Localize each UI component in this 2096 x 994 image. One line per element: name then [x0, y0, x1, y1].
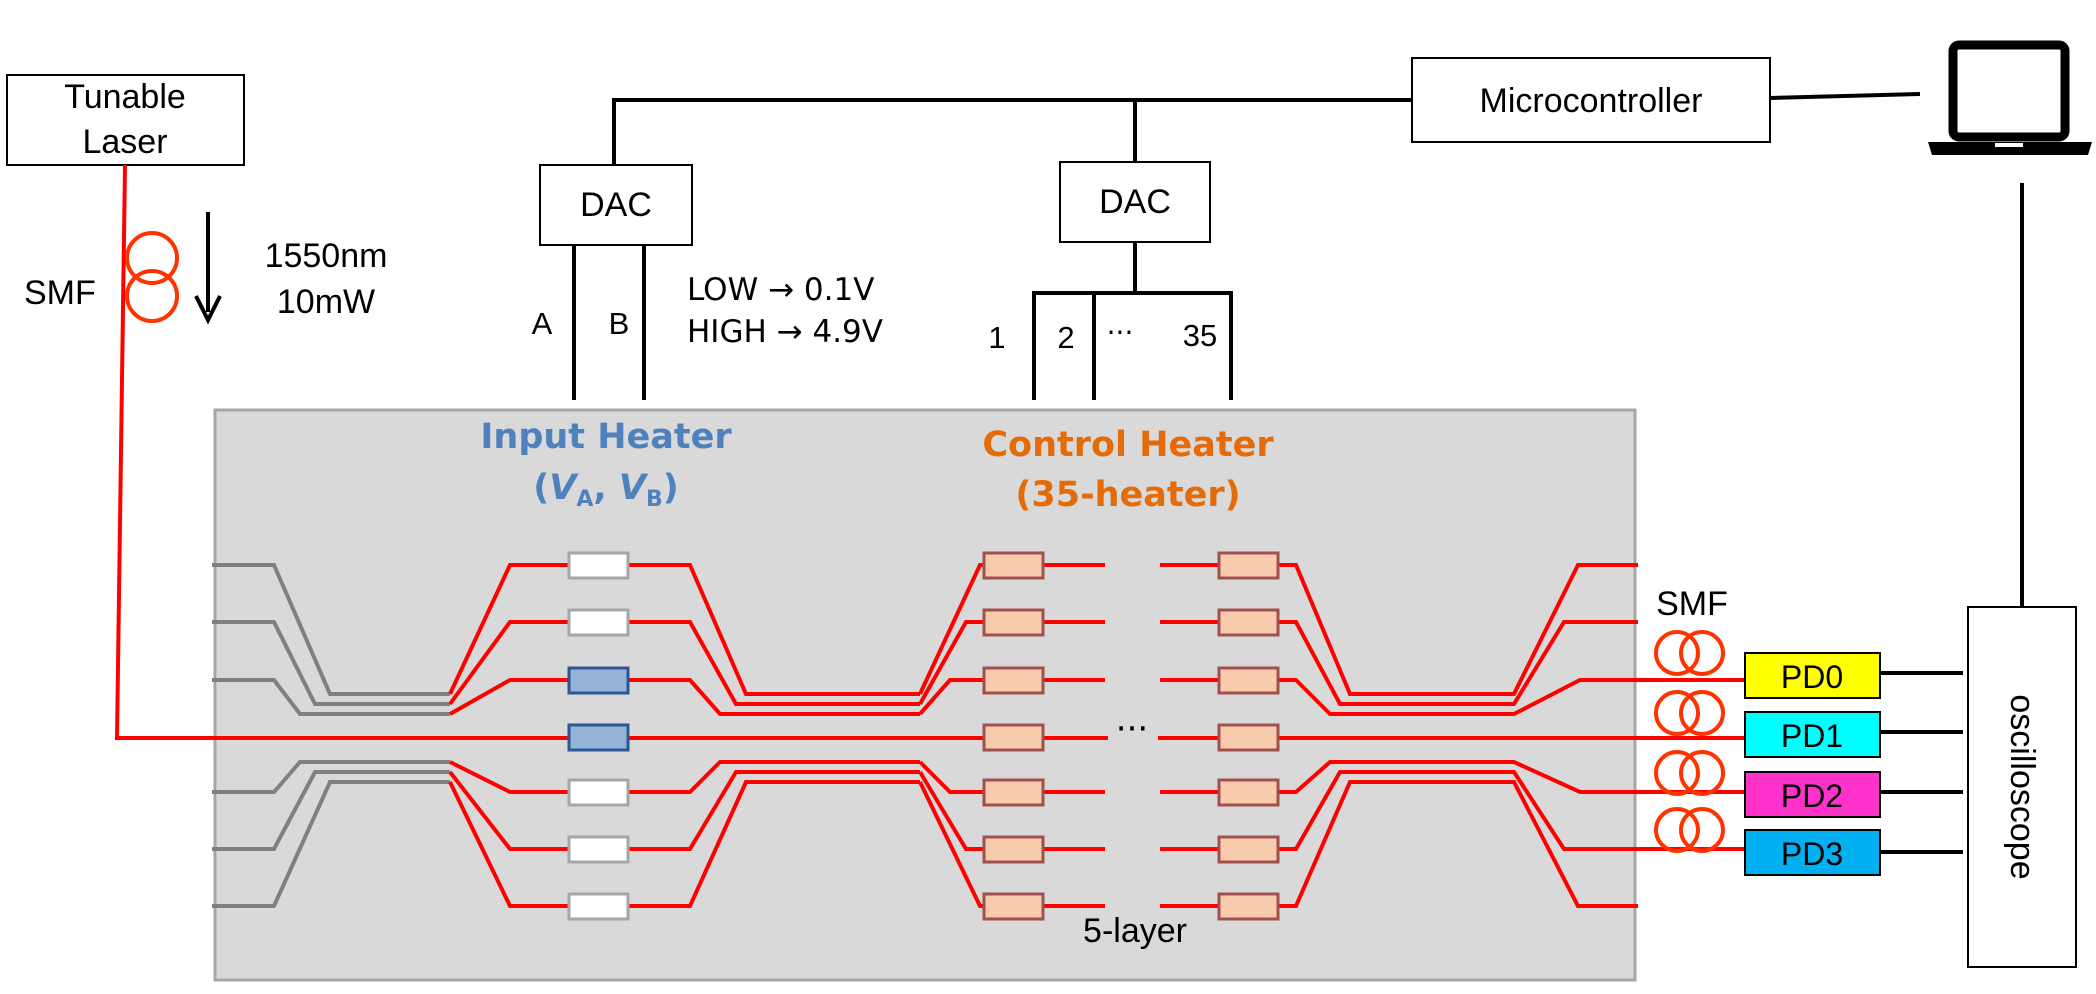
- control-heater: [1217, 778, 1280, 807]
- input-heater-title: Input Heater: [480, 417, 732, 457]
- pd1-label: PD1: [1781, 718, 1843, 754]
- power-label: 10mW: [277, 283, 375, 321]
- input-heater-active: [567, 666, 630, 695]
- input-heater: [567, 892, 630, 921]
- control-heaters-column-1: [982, 551, 1045, 921]
- output-fibers: [1638, 678, 1745, 851]
- smf-right-label: SMF: [1656, 585, 1728, 623]
- down-arrow-icon: [194, 212, 222, 325]
- control-heater-subtitle: (35-heater): [1015, 475, 1240, 515]
- dac-channel-a-label: A: [532, 306, 553, 341]
- smf-coil-left-icon: [125, 231, 179, 323]
- control-wiring: [572, 92, 2024, 854]
- input-heater: [567, 835, 630, 864]
- control-heater: [982, 892, 1045, 921]
- oscilloscope: oscilloscope: [1967, 606, 2077, 968]
- passive-input-waveguides: [212, 563, 450, 908]
- smf-coil-right-icon: [1654, 630, 1725, 853]
- laser-label-line2: Laser: [82, 123, 167, 161]
- input-heater: [567, 778, 630, 807]
- input-heater: [567, 608, 630, 637]
- photodetector-pd1: PD1: [1744, 711, 1881, 758]
- photodetector-pd3: PD3: [1744, 829, 1881, 876]
- oscilloscope-label: oscilloscope: [2003, 694, 2041, 879]
- microcontroller: Microcontroller: [1411, 57, 1771, 143]
- control-heater: [982, 608, 1045, 637]
- low-level-label: LOW → 0.1V: [687, 272, 874, 308]
- wavelength-label: 1550nm: [265, 237, 388, 275]
- photodetector-pd2: PD2: [1744, 771, 1881, 818]
- input-heater-voltages: (VA, VB): [533, 468, 678, 512]
- control-heater: [1217, 666, 1280, 695]
- pd0-label: PD0: [1781, 659, 1843, 695]
- control-heater: [982, 778, 1045, 807]
- control-heater: [982, 835, 1045, 864]
- control-channel-2-label: 2: [1057, 320, 1074, 355]
- pd3-label: PD3: [1781, 836, 1843, 872]
- microcontroller-label: Microcontroller: [1480, 82, 1703, 120]
- layer-ellipsis: ···: [1116, 709, 1148, 749]
- control-heater: [1217, 551, 1280, 580]
- laser-input-fiber: [114, 164, 215, 740]
- control-heaters-column-2: [1217, 551, 1280, 921]
- smf-left-label: SMF: [24, 274, 96, 312]
- control-heater: [982, 551, 1045, 580]
- pd3-box: [1744, 829, 1881, 876]
- dac-control: DAC: [1059, 161, 1211, 243]
- control-heater: [1217, 608, 1280, 637]
- pd0-box: [1744, 652, 1881, 699]
- input-heater: [567, 551, 630, 580]
- laser-label-line1: Tunable: [64, 78, 186, 116]
- tunable-laser: Tunable Laser: [6, 74, 245, 166]
- dac-control-label: DAC: [1099, 183, 1171, 221]
- control-heater: [1217, 723, 1280, 752]
- input-heaters: [567, 551, 630, 921]
- layer-count-label: 5-layer: [1083, 912, 1187, 950]
- control-heater: [1217, 892, 1280, 921]
- photodetector-pd0: PD0: [1744, 652, 1881, 699]
- control-heater: [982, 723, 1045, 752]
- input-heater-active: [567, 723, 630, 752]
- pd2-label: PD2: [1781, 778, 1843, 814]
- control-heater: [982, 666, 1045, 695]
- control-heater-title: Control Heater: [982, 425, 1274, 465]
- control-heater: [1217, 835, 1280, 864]
- laptop-icon: [1928, 40, 2092, 155]
- control-channel-ellipsis: ···: [1107, 316, 1134, 349]
- pd2-box: [1744, 771, 1881, 818]
- pd1-box: [1744, 711, 1881, 758]
- control-channel-35-label: 35: [1183, 318, 1217, 353]
- dac-input-label: DAC: [580, 186, 652, 224]
- control-channel-1-label: 1: [988, 320, 1005, 355]
- dac-channel-b-label: B: [609, 306, 630, 341]
- high-level-label: HIGH → 4.9V: [687, 314, 883, 350]
- dac-input: DAC: [539, 164, 693, 246]
